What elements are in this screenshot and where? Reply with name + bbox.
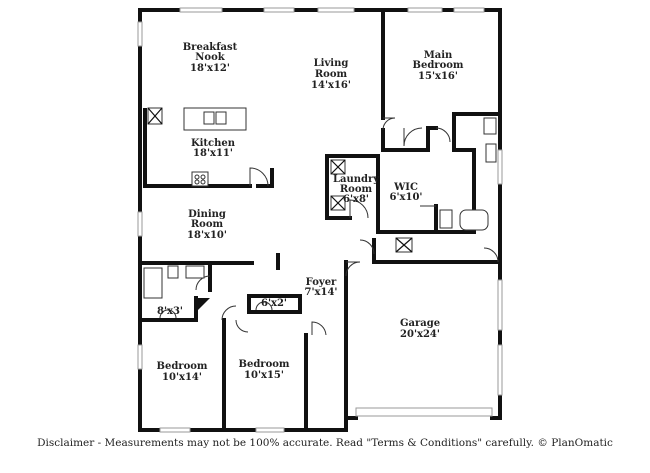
breakfast-nook-size: 18'x12' [190,63,230,74]
breakfast-nook-label: Breakfast [183,42,238,53]
dining-room-label-2: Room [191,219,224,230]
doors [159,117,499,336]
wic-label: WIC [393,182,418,193]
dining-room-size: 18'x10' [187,230,227,241]
bedroom-mid-size: 10'x15' [244,370,284,381]
living-room-label-2: Room [315,69,348,80]
living-room-size: 14'x16' [311,80,351,91]
fixtures [143,107,497,299]
windows [137,7,503,433]
disclaimer-text: Disclaimer - Measurements may not be 100… [37,437,613,449]
main-bedroom-size: 15'x16' [418,71,458,82]
laundry-room-size: 6'x8' [343,194,369,205]
main-bedroom-label-2: Bedroom [413,60,464,71]
kitchen-label: Kitchen [191,138,236,149]
foyer-size: 7'x14' [305,287,338,298]
room-labels: Breakfast Nook 18'x12' Living Room 14'x1… [157,42,464,383]
closet-hall-size: 6'x2' [261,298,287,309]
bedroom-left-label: Bedroom [157,361,208,372]
interior-walls [138,8,502,432]
wic-size: 6'x10' [390,192,423,203]
bedroom-mid-label: Bedroom [239,359,290,370]
laundry-room-label-2: Room [340,184,373,195]
dining-room-label: Dining [188,209,226,220]
closet-left-size: 8'x3' [157,306,183,317]
living-room-label: Living [314,58,349,69]
kitchen-size: 18'x11' [193,148,233,159]
foyer-label: Foyer [306,277,337,288]
bedroom-left-size: 10'x14' [162,372,202,383]
main-bedroom-label: Main [424,50,453,61]
breakfast-nook-label-2: Nook [195,52,225,63]
garage-size: 20'x24' [400,329,440,340]
garage-label: Garage [400,318,440,329]
laundry-room-label: Laundry [333,174,380,185]
